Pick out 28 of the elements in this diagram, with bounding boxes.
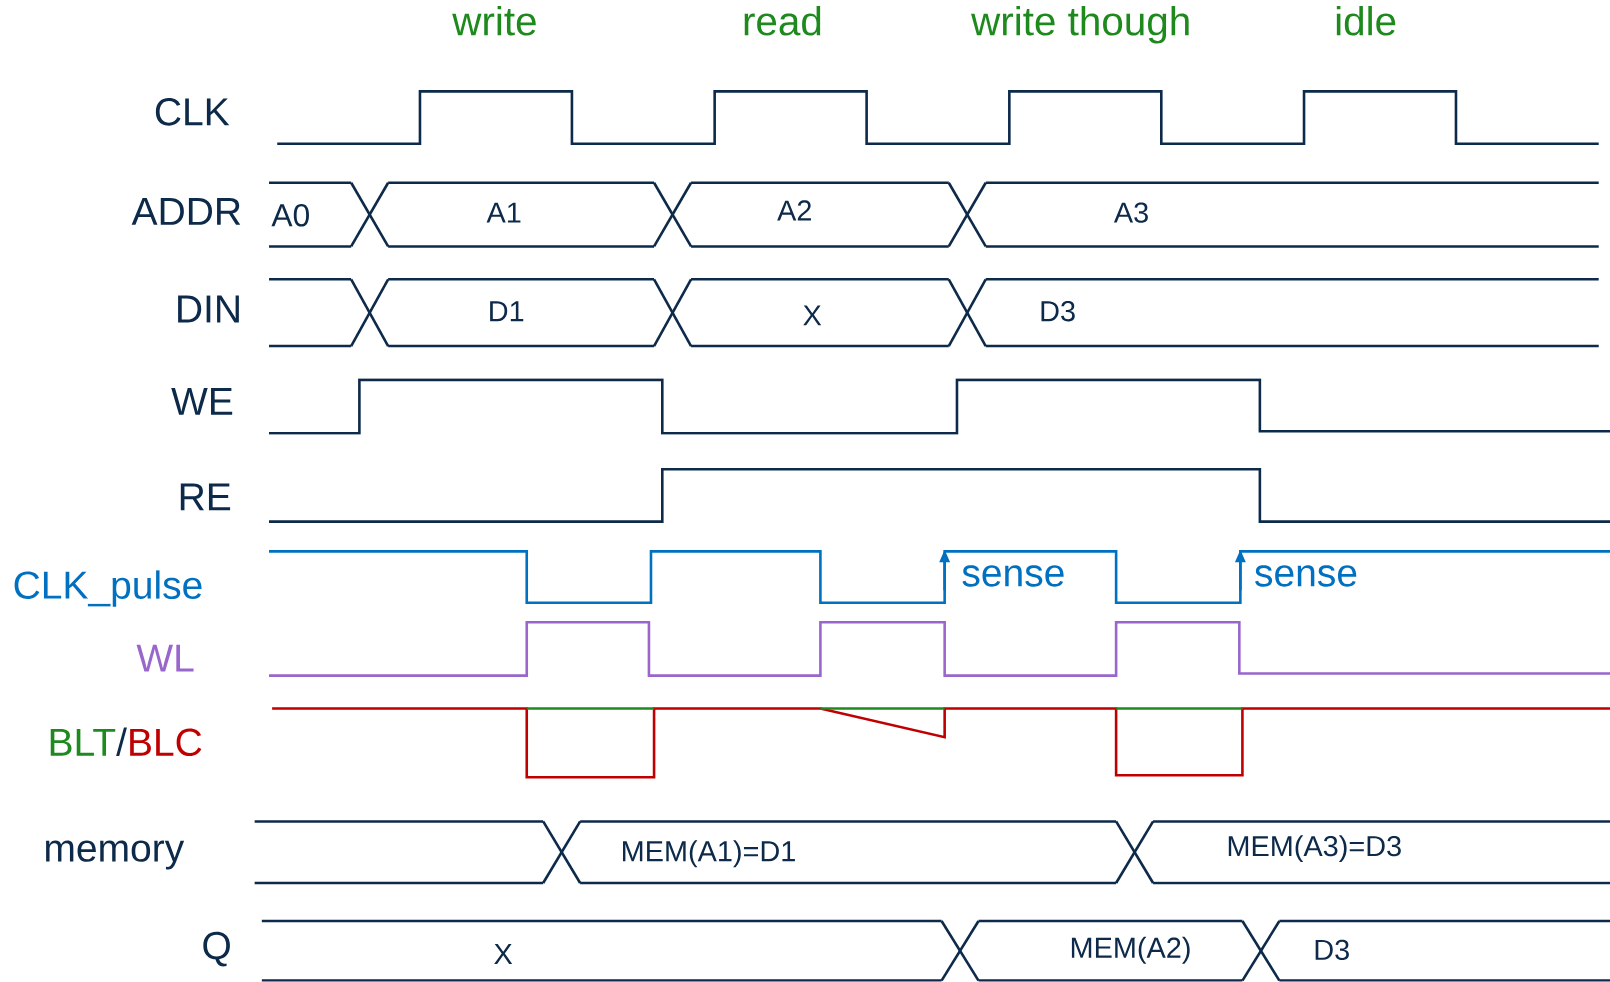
bus-value: D1 [490, 301, 524, 322]
signal-name: CLK [155, 98, 230, 126]
bus-value: A3 [1113, 202, 1148, 224]
phase-label: write though [971, 6, 1189, 44]
sense-label: sense [1255, 565, 1357, 587]
signal-name: WL [136, 644, 194, 672]
signal-name: ADDR [131, 198, 241, 226]
bus-value: X [494, 944, 513, 965]
signal-name: BLT/BLC [50, 727, 202, 757]
bus-value: A1 [486, 202, 521, 223]
signal-name: DIN [178, 295, 239, 323]
bus-value: D3 [1315, 939, 1349, 961]
bus-value: MEM(A3)=D3 [1228, 835, 1401, 863]
bus-value: D3 [1041, 301, 1075, 322]
bus-value: A0 [271, 204, 309, 227]
bus-value: A2 [777, 200, 811, 221]
phase-label: write [452, 6, 536, 36]
phase-label: idle [1336, 6, 1396, 36]
signal-name: Q [203, 932, 230, 967]
signal-name: WE [171, 388, 233, 416]
signal-name: CLK_pulse [14, 570, 202, 607]
signal-name: RE [180, 483, 231, 511]
signal-name: memory [46, 840, 185, 870]
sense-label: sense [962, 565, 1064, 587]
bus-value: MEM(A1)=D1 [623, 840, 795, 868]
phase-label: read [744, 6, 821, 36]
bus-value: X [803, 305, 822, 326]
bus-value: MEM(A2) [1071, 937, 1190, 964]
